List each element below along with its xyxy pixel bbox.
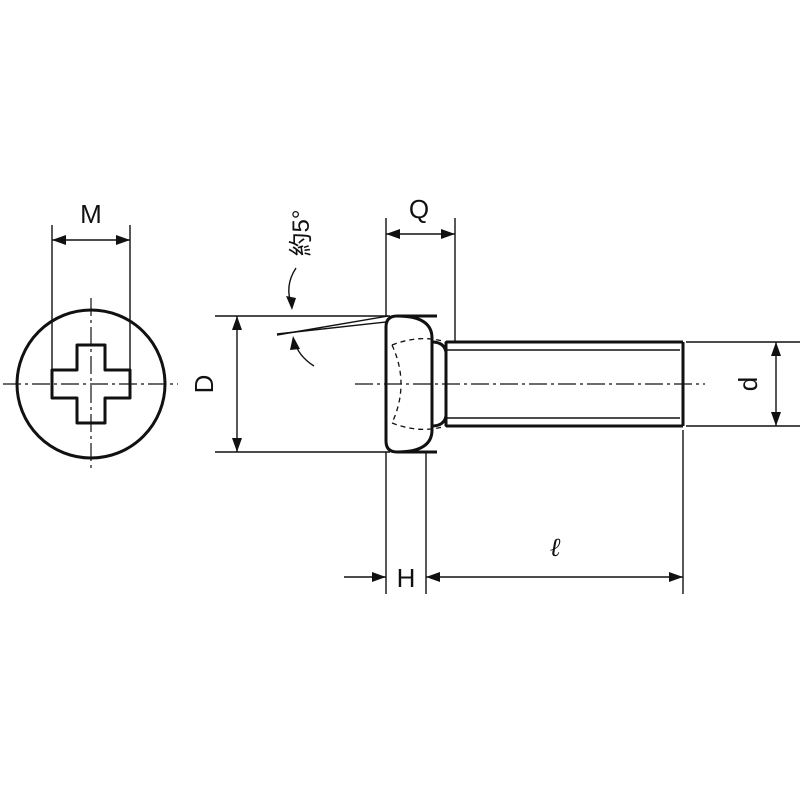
angle-arrow-upper	[286, 296, 296, 310]
angle-line-b	[276, 321, 387, 335]
l-arrow-right	[669, 572, 683, 582]
m-arrow-right	[116, 235, 130, 245]
m-label: M	[80, 199, 102, 229]
angle-label: 約5°	[288, 210, 315, 257]
D-arrow-top	[232, 316, 242, 330]
l-label: ℓ	[550, 533, 561, 562]
q-arrow-right	[441, 229, 455, 239]
D-arrow-bottom	[232, 438, 242, 452]
h-arrow-left	[372, 572, 386, 582]
side-view	[355, 314, 705, 454]
h-dimension: H	[344, 452, 440, 594]
head-dome	[396, 314, 434, 454]
q-dimension: Q	[385, 194, 456, 342]
length-dimension: ℓ	[426, 430, 684, 594]
angle-annotation: 約5°	[276, 210, 389, 367]
angle-arrow-lower	[290, 336, 300, 350]
d-label: d	[733, 377, 763, 391]
front-view: M	[3, 199, 178, 472]
d-arrow-top	[771, 342, 781, 356]
D-label: D	[189, 375, 219, 394]
H-label: H	[397, 563, 416, 593]
m-arrow-left	[52, 235, 66, 245]
d-shank-dimension: d	[686, 341, 800, 427]
q-label: Q	[409, 194, 429, 224]
d-arrow-bottom	[771, 412, 781, 426]
d-head-dimension: D	[189, 315, 390, 453]
q-arrow-left	[386, 229, 400, 239]
